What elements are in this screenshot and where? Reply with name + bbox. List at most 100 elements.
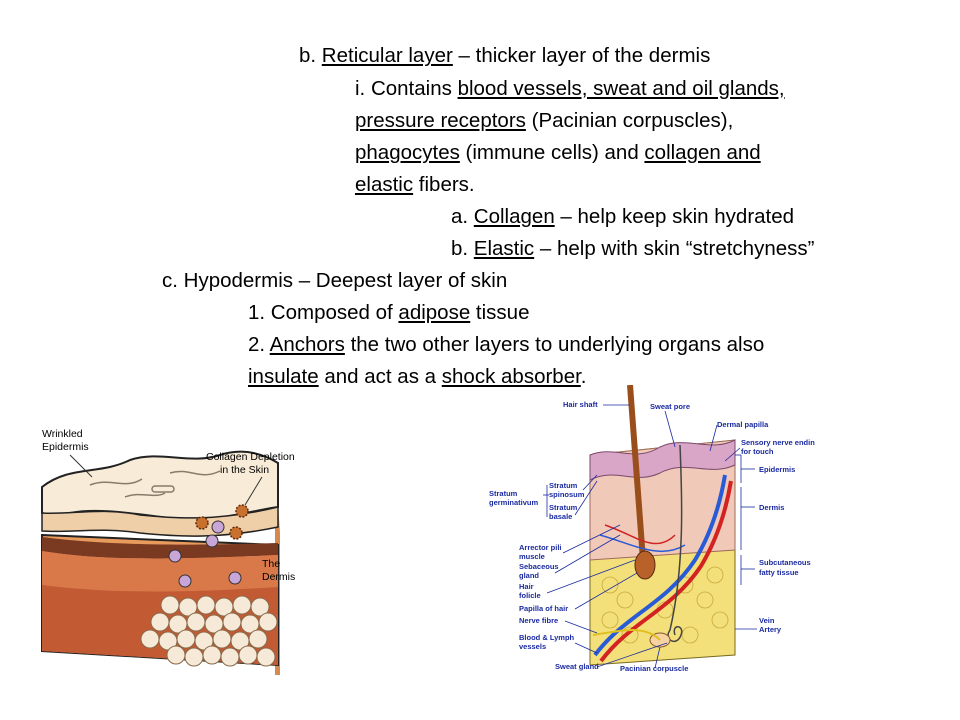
label-wrinkled: Wrinkled [42, 428, 83, 440]
label-vessels: vessels [519, 642, 546, 651]
leader-line [69, 454, 93, 478]
text-segment: i. Contains [355, 77, 458, 100]
text-line-elastic-fibers: elastic fibers. [355, 173, 475, 197]
underlined-term: adipose [398, 301, 471, 324]
wrinkle-line [124, 492, 166, 498]
label-pacinian: Pacinian corpuscle [620, 664, 688, 673]
underlined-term: insulate [248, 365, 319, 388]
text-segment: (immune cells) and [459, 141, 645, 164]
elastin-cell [205, 534, 219, 548]
vein-vessel [593, 474, 727, 657]
text-segment: fibers. [413, 173, 475, 196]
label-sebaceous: Sebaceous [519, 562, 559, 571]
text-segment: the two other layers to underlying organ… [344, 333, 765, 356]
collagen-dot [195, 516, 209, 530]
underlined-term: Collagen [473, 205, 555, 228]
label-artery: Artery [759, 625, 782, 634]
underlined-term: phagocytes [355, 141, 460, 164]
wrinkle-line [169, 470, 221, 476]
hair-follicle [634, 550, 656, 580]
text-line-insulate: insulate and act as a shock absorber. [248, 365, 587, 389]
text-segment: tissue [470, 301, 530, 324]
underlined-term: shock absorber [441, 365, 581, 388]
elastin-cell [168, 549, 182, 563]
label-stratum: Stratum [549, 503, 578, 512]
text-segment: 1. Composed of [248, 301, 399, 324]
label-dermis: Dermis [262, 571, 295, 583]
elastin-cell [178, 574, 192, 588]
fat-lobules [601, 566, 729, 644]
text-line-phagocytes: phagocytes (immune cells) and collagen a… [355, 141, 761, 165]
label-arrector: Arrector pili [519, 543, 562, 552]
label-hair: Hair [519, 582, 534, 591]
label-sweat-gland: Sweat gland [555, 662, 599, 671]
underlined-term: blood vessels, sweat and oil glands, [457, 77, 785, 100]
label-stratum: Stratum [489, 489, 518, 498]
text-segment: – help with skin “stretchyness” [534, 237, 815, 260]
text-line-anchors: 2. Anchors the two other layers to under… [248, 333, 764, 357]
label-hair-shaft: Hair shaft [563, 400, 598, 409]
collagen-dot [229, 526, 243, 540]
hair-shaft [627, 385, 646, 561]
elastin-cell [228, 571, 242, 585]
label-fatty-tissue: fatty tissue [759, 568, 799, 577]
label-gland: gland [519, 571, 539, 580]
dermis-dark-band [42, 537, 278, 559]
text-segment: c. Hypodermis – Deepest layer of skin [162, 269, 508, 292]
label-vein: Vein [759, 616, 775, 625]
text-segment: b. [451, 237, 474, 260]
label-subcutaneous: Subcutaneous [759, 558, 811, 567]
capillary [599, 534, 686, 553]
label-the: The [262, 558, 280, 570]
collagen-dot [235, 504, 249, 518]
label-germinativum: germinativum [489, 498, 539, 507]
underlined-term: Reticular layer [321, 44, 453, 67]
text-line-contains: i. Contains blood vessels, sweat and oil… [355, 77, 785, 101]
text-line-collagen: a. Collagen – help keep skin hydrated [451, 205, 794, 229]
label-papilla-hair: Papilla of hair [519, 604, 568, 613]
label-for-touch: for touch [741, 447, 774, 456]
text-segment: – help keep skin hydrated [554, 205, 795, 228]
label-sensory: Sensory nerve ending [741, 438, 815, 447]
label-dermis: Dermis [759, 503, 784, 512]
text-line-pressure: pressure receptors (Pacinian corpuscles)… [355, 109, 733, 133]
wrinkle-line [89, 478, 143, 486]
artery-vessel [599, 480, 733, 663]
text-segment: . [580, 365, 587, 388]
label-epidermis: Epidermis [42, 441, 89, 453]
underlined-term: collagen and [644, 141, 761, 164]
fat-cells [140, 595, 278, 667]
skin-anatomy-figure: Hair shaft Sweat pore Dermal papilla Sen… [489, 385, 815, 673]
skin-cross-section-figure: Wrinkled Epidermis Collagen Depletion in… [41, 428, 295, 675]
label-epidermis: Epidermis [759, 465, 795, 474]
text-segment: 2. [248, 333, 270, 356]
label-nerve-fibre: Nerve fibre [519, 616, 558, 625]
label-folicle: folicle [519, 591, 541, 600]
label-sweat-pore: Sweat pore [650, 402, 690, 411]
nerve-fibre [592, 629, 661, 641]
text-segment: (Pacinian corpuscles), [525, 109, 734, 132]
elastin-cell [211, 520, 225, 534]
text-segment: a. [451, 205, 474, 228]
text-segment: and act as a [318, 365, 442, 388]
label-basale: basale [549, 512, 572, 521]
label-spinosum: spinosum [549, 490, 585, 499]
label-muscle: muscle [519, 552, 545, 561]
text-line-elastic: b. Elastic – help with skin “stretchynes… [451, 237, 814, 261]
leader-line [244, 476, 263, 506]
label-dermal-papilla: Dermal papilla [717, 420, 769, 429]
wrinkle-mark [151, 485, 175, 493]
leader-lines [543, 404, 757, 669]
text-line-hypodermis: c. Hypodermis – Deepest layer of skin [162, 269, 507, 293]
text-line-reticular: b. Reticular layer – thicker layer of th… [299, 44, 710, 68]
underlined-term: Elastic [473, 237, 535, 260]
text-segment: – thicker layer of the dermis [452, 44, 711, 67]
underlined-term: elastic [355, 173, 414, 196]
label-collagen: Collagen Depletion [206, 451, 295, 463]
underlined-term: Anchors [269, 333, 345, 356]
underlined-term: pressure receptors [355, 109, 526, 132]
label-blood-lymph: Blood & Lymph [519, 633, 575, 642]
text-segment: b. [299, 44, 322, 67]
label-stratum: Stratum [549, 481, 578, 490]
sweat-duct [667, 444, 683, 643]
